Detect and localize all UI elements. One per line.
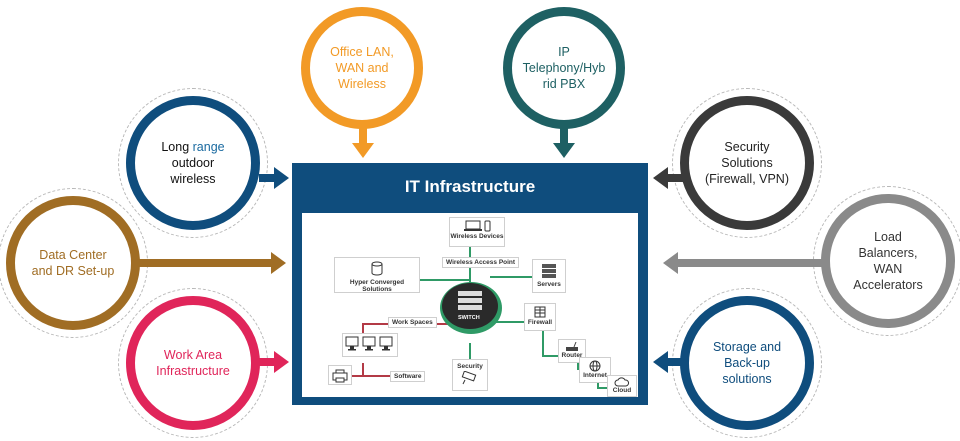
long-range-line3: wireless — [170, 172, 216, 186]
router-label: Router — [561, 352, 583, 359]
connector-line — [490, 276, 532, 278]
workstations-box — [342, 333, 398, 357]
security-dash-ring — [672, 88, 822, 238]
it-infrastructure-title: IT Infrastructure — [404, 177, 536, 196]
office-lan-line3: Wireless — [338, 77, 386, 91]
work-area-line1: Work Area — [163, 348, 223, 362]
connector-line — [542, 331, 544, 355]
security-circle: Security Solutions (Firewall, VPN) — [680, 96, 814, 230]
storage-line2: Back-up — [724, 356, 770, 370]
long-range-line2: outdoor — [171, 156, 215, 170]
security-line1: Security — [724, 140, 770, 154]
storage-line3: solutions — [722, 372, 772, 386]
connector-line — [597, 387, 609, 389]
long-range-dash-ring — [118, 88, 268, 238]
load-balancers-line3: WAN — [873, 262, 903, 276]
hyper-converged-box: Hyper Converged Solutions — [334, 257, 420, 293]
switch-label: SWITCH — [458, 315, 480, 321]
servers-box: Servers — [532, 259, 566, 293]
data-center-line2: and DR Set-up — [31, 264, 115, 278]
globe-icon — [589, 360, 601, 372]
database-icon — [371, 261, 383, 276]
security-line2: Solutions — [721, 156, 773, 170]
storage-arrow — [653, 351, 684, 373]
monitor-icon — [345, 336, 393, 351]
load-balancers-arrow — [663, 252, 826, 274]
wireless-devices-label: Wireless Devices — [450, 233, 504, 240]
workspace-line — [362, 323, 364, 337]
long-word: Long — [161, 140, 193, 154]
long-range-line1: Long range — [161, 139, 224, 155]
workspace-line — [362, 363, 364, 375]
long-range-arrow — [259, 167, 289, 189]
hyper-converged-label: Hyper Converged Solutions — [349, 279, 405, 293]
software-label: Software — [390, 371, 426, 382]
printer-box — [328, 365, 352, 385]
cloud-icon — [614, 377, 630, 387]
cloud-box: Cloud — [607, 375, 637, 397]
wireless-access-point-label: Wireless Access Point — [442, 257, 520, 268]
printer-icon — [332, 369, 348, 383]
ip-telephony-line3: rid PBX — [542, 77, 586, 91]
ip-telephony-circle: IP Telephony/Hyb rid PBX — [503, 7, 625, 129]
internet-label: Internet — [583, 372, 607, 379]
security-box: Security — [452, 359, 488, 391]
firewall-label: Firewall — [527, 319, 553, 326]
laptop-icon — [464, 220, 491, 232]
ip-telephony-line2: Telephony/Hyb — [522, 61, 606, 75]
work-area-circle: Work Area Infrastructure — [126, 296, 260, 430]
office-lan-line2: WAN and — [335, 61, 389, 75]
security-arrow — [653, 167, 684, 189]
switch-blob — [440, 282, 502, 334]
cloud-label: Cloud — [612, 387, 632, 394]
storage-circle: Storage and Back-up solutions — [680, 296, 814, 430]
ip-telephony-arrow — [553, 128, 575, 158]
range-word: range — [192, 140, 225, 154]
servers-label: Servers — [537, 281, 561, 288]
office-lan-circle: Office LAN, WAN and Wireless — [301, 7, 423, 129]
workspace-line — [352, 375, 408, 377]
it-infrastructure-panel: IT Infrastructure Wireless Devices Wirel… — [292, 163, 648, 405]
office-lan-line1: Office LAN, — [330, 45, 394, 59]
firewall-box: Firewall — [524, 303, 556, 331]
connector-line — [542, 355, 560, 357]
network-diagram: Wireless Devices Wireless Access Point H… — [302, 213, 638, 397]
camera-icon — [461, 371, 477, 385]
ip-telephony-line1: IP — [558, 45, 570, 59]
work-area-line2: Infrastructure — [156, 364, 230, 378]
firewall-icon — [534, 306, 546, 318]
office-lan-arrow — [352, 128, 374, 158]
storage-line1: Storage and — [712, 340, 782, 354]
long-range-circle: Long range outdoor wireless — [126, 96, 260, 230]
data-center-line1: Data Center — [39, 248, 107, 262]
connector-line — [420, 279, 470, 281]
data-center-circle: Data Center and DR Set-up — [6, 196, 140, 330]
router-icon — [566, 342, 578, 351]
security-line3: (Firewall, VPN) — [704, 172, 790, 186]
load-balancers-line4: Accelerators — [853, 278, 923, 292]
server-icon — [542, 264, 556, 278]
internet-box: Internet — [579, 357, 611, 383]
data-center-arrow — [138, 252, 286, 274]
security-label: Security — [457, 363, 483, 370]
load-balancers-circle: Load Balancers, WAN Accelerators — [821, 194, 955, 328]
wireless-devices-box: Wireless Devices — [449, 217, 505, 247]
work-spaces-label: Work Spaces — [388, 317, 437, 328]
connector-line — [469, 343, 471, 361]
connector-line — [469, 246, 471, 308]
work-area-arrow — [259, 351, 289, 373]
load-balancers-line2: Balancers, — [858, 246, 918, 260]
load-balancers-line1: Load — [874, 230, 902, 244]
connector-line — [488, 321, 532, 323]
